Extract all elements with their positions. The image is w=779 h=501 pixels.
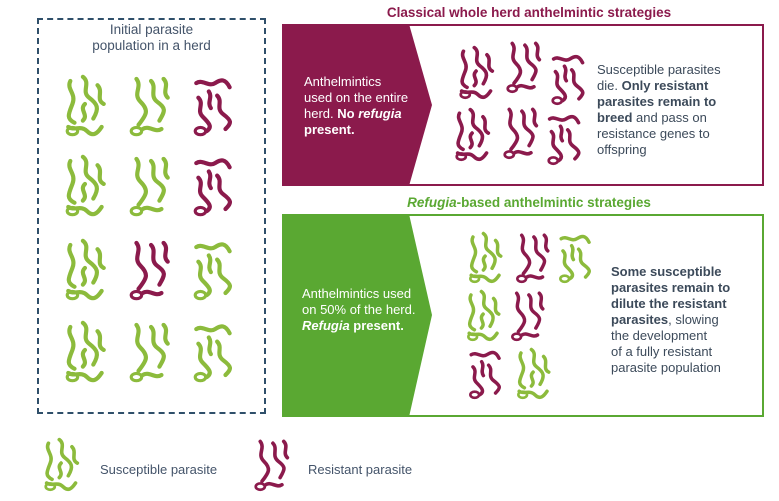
susceptible-parasite-icon [129,76,170,137]
classical-strategy-panel: Anthelmintics used on the entire herd. N… [282,24,764,186]
resistant-parasite-icon [503,107,539,160]
classical-arrow-text: Anthelmintics used on the entire herd. N… [304,74,409,137]
refugia-description: Some susceptible parasites remain to dil… [611,264,731,375]
susceptible-parasite-icon [193,324,232,383]
initial-population-box [37,18,266,414]
susceptible-parasite-icon [65,320,106,383]
susceptible-parasite-icon [65,238,106,301]
susceptible-parasite-icon [129,156,170,217]
susceptible-parasite-icon [517,347,551,400]
susceptible-parasite-icon [467,289,501,342]
resistant-parasite-icon [193,78,232,137]
refugia-strategy-title: Refugia-based anthelmintic strategies [407,195,651,210]
susceptible-parasite-icon [559,234,591,284]
resistant-parasite-icon [193,158,232,217]
refugia-arrow-shape [284,216,432,417]
refugia-arrow-text: Anthelmintics used on 50% of the herd. R… [302,286,416,333]
legend-susceptible-icon [44,437,80,492]
susceptible-parasite-icon [65,154,106,217]
resistant-parasite-icon [551,54,585,106]
legend-susceptible-label: Susceptible parasite [100,462,218,477]
resistant-parasite-icon [516,233,550,284]
susceptible-parasite-icon [193,242,232,301]
classical-description: Susceptible parasites die. Only resistan… [597,62,721,157]
resistant-parasite-icon [129,240,170,301]
resistant-parasite-icon [506,41,542,94]
classical-strategy-title: Classical whole herd anthelmintic strate… [386,5,672,20]
legend-resistant-icon [254,439,290,492]
susceptible-parasite-icon [65,74,106,137]
resistant-parasite-icon [469,350,501,400]
legend-resistant-label: Resistant parasite [308,462,413,477]
resistant-parasite-icon [547,114,581,166]
resistant-parasite-icon [459,45,495,100]
classical-arrow-shape [284,26,432,186]
susceptible-parasite-icon [129,322,170,383]
susceptible-parasite-icon [469,231,503,284]
resistant-parasite-icon [511,291,545,342]
initial-population-title: Initial parasite population in a herd [92,22,211,53]
refugia-strategy-panel: Anthelmintics used on 50% of the herd. R… [282,214,764,417]
resistant-parasite-icon [455,107,491,162]
